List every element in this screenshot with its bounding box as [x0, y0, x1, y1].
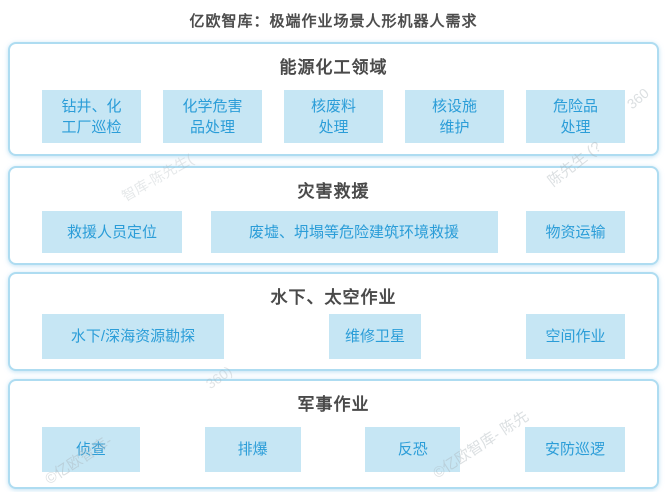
item-row: 侦查 排爆 反恐 安防巡逻 [10, 427, 657, 472]
item-box-ruins-collapse-rescue: 废墟、坍塌等危险建筑环境救援 [210, 211, 498, 253]
page-title: 亿欧智库：极端作业场景人形机器人需求 [189, 13, 478, 30]
section-underwater-space: 水下、太空作业 水下/深海资源勘探 维修卫星 空间作业 [8, 272, 659, 371]
item-box-bomb-disposal: 排爆 [204, 427, 301, 472]
item-box-nuclear-facility-maintenance: 核设施 维护 [405, 90, 504, 143]
item-box-space-operations: 空间作业 [526, 314, 625, 359]
item-box-material-transport: 物资运输 [526, 211, 625, 253]
item-box-deep-sea-exploration: 水下/深海资源勘探 [42, 314, 224, 359]
item-box-chemical-hazard-handling: 化学危害 品处理 [163, 90, 262, 143]
section-title-military: 军事作业 [297, 395, 370, 414]
item-box-drilling-plant-inspection: 钻井、化 工厂巡检 [42, 90, 141, 143]
item-box-counter-terrorism: 反恐 [365, 427, 461, 472]
section-energy-chemical: 能源化工领域 钻井、化 工厂巡检 化学危害 品处理 核废料 处理 核设施 维护 … [8, 42, 659, 156]
item-box-security-patrol: 安防巡逻 [524, 427, 625, 472]
section-disaster-rescue: 灾害救援 救援人员定位 废墟、坍塌等危险建筑环境救援 物资运输 [8, 166, 659, 265]
item-row: 救援人员定位 废墟、坍塌等危险建筑环境救援 物资运输 [10, 211, 657, 253]
item-row: 钻井、化 工厂巡检 化学危害 品处理 核废料 处理 核设施 维护 危险品 处理 [10, 90, 657, 143]
item-box-satellite-repair: 维修卫星 [329, 314, 421, 359]
section-title-underwater-space: 水下、太空作业 [270, 288, 397, 307]
item-box-nuclear-waste-disposal: 核废料 处理 [284, 90, 383, 143]
section-title-energy-chemical: 能源化工领域 [279, 58, 388, 77]
item-row: 水下/深海资源勘探 维修卫星 空间作业 [10, 314, 657, 359]
item-box-reconnaissance: 侦查 [42, 427, 140, 472]
section-military: 军事作业 侦查 排爆 反恐 安防巡逻 [8, 379, 659, 489]
item-box-rescuer-positioning: 救援人员定位 [42, 211, 182, 253]
section-title-disaster-rescue: 灾害救援 [297, 182, 370, 201]
item-box-dangerous-goods-handling: 危险品 处理 [526, 90, 625, 143]
